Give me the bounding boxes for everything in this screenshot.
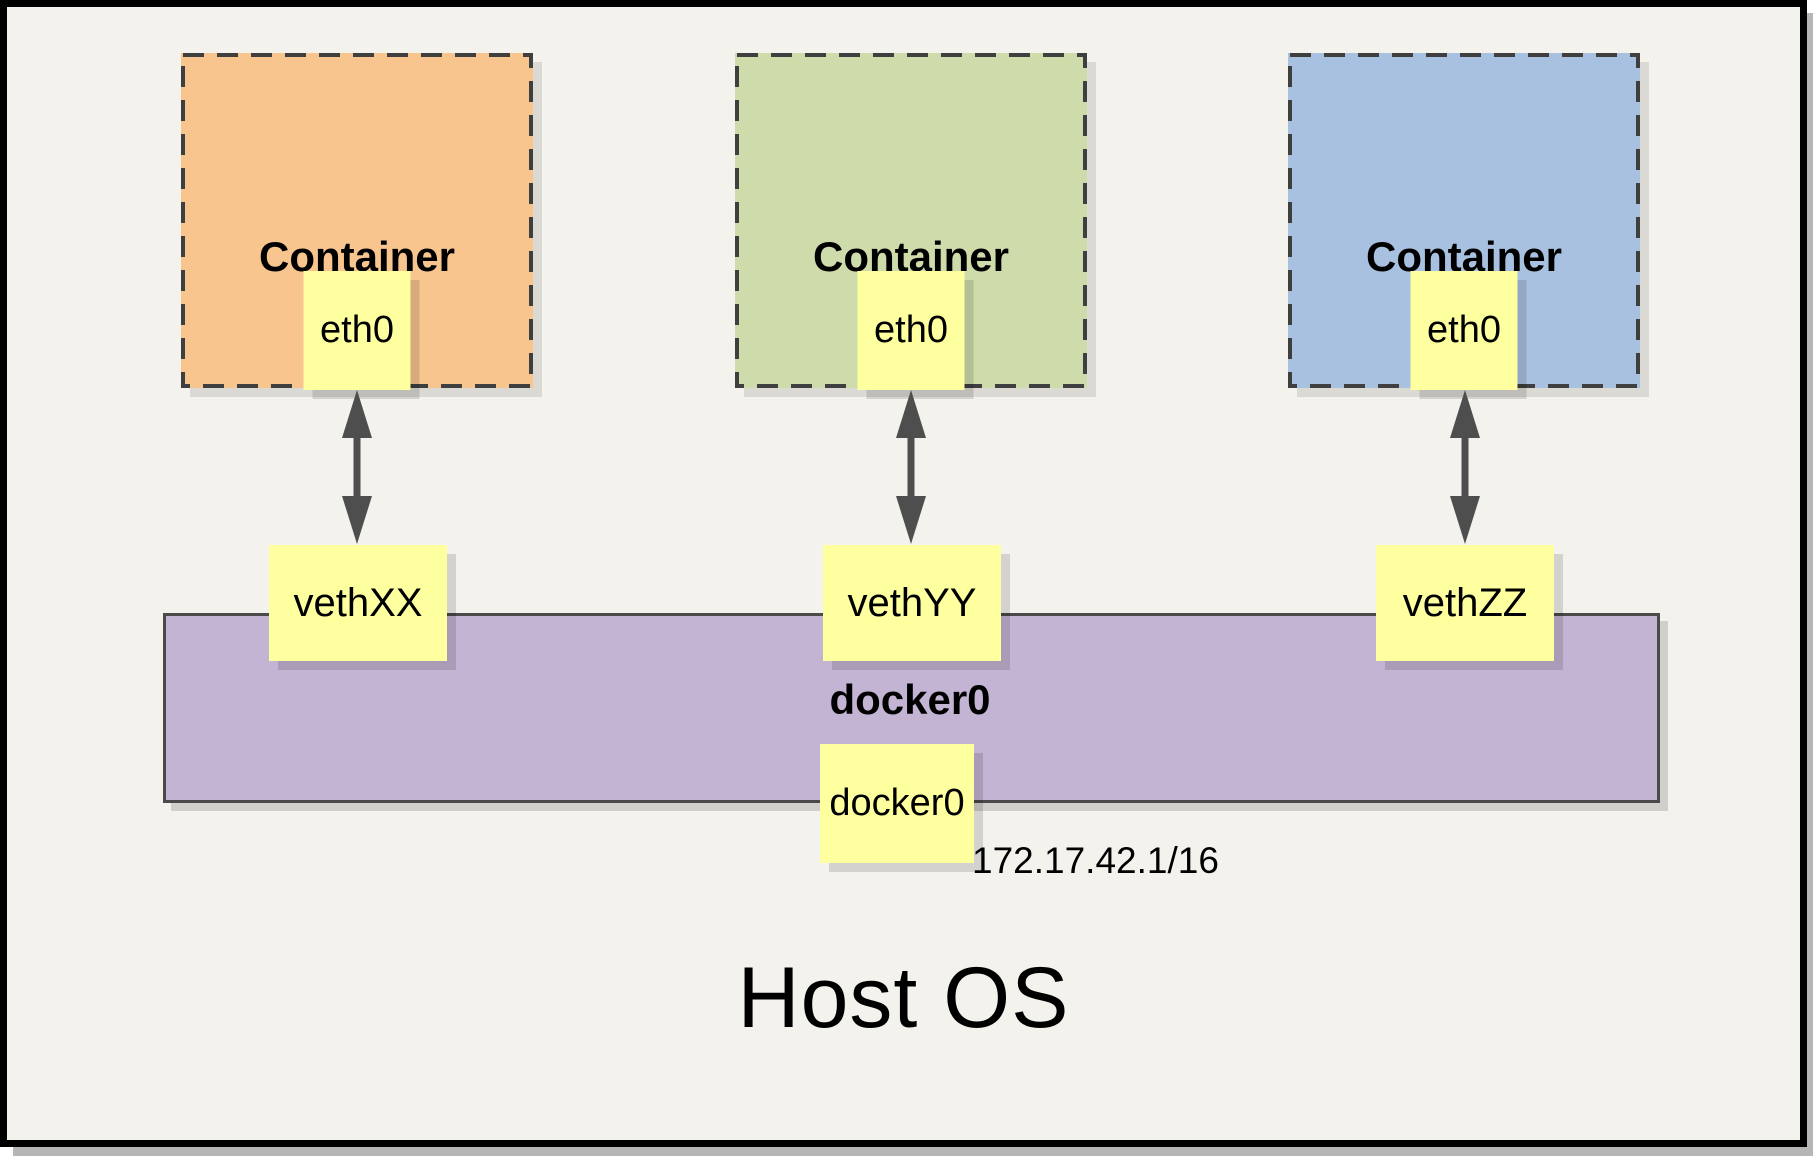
double-arrow-icon	[1450, 390, 1480, 544]
eth0-chip: eth0	[1410, 271, 1518, 390]
container-box-1: Container eth0	[181, 53, 533, 390]
eth0-chip: eth0	[303, 271, 411, 390]
container-label: Container	[258, 233, 455, 280]
container-box-3: Container eth0	[1288, 53, 1640, 390]
container-label: Container	[812, 233, 1009, 280]
double-arrow-icon	[896, 390, 926, 544]
host-os-title: Host OS	[737, 950, 1070, 1046]
container-label: Container	[1365, 233, 1562, 280]
container-box-2: Container eth0	[735, 53, 1087, 390]
double-arrow-icon	[342, 390, 372, 544]
eth0-chip: eth0	[857, 271, 965, 390]
bridge-ip-address: 172.17.42.1/16	[972, 840, 1219, 881]
docker0-bridge-label: docker0	[829, 676, 991, 723]
docker0-interface-chip: docker0	[820, 744, 974, 863]
vethYY-chip: vethYY	[823, 545, 1001, 661]
vethXX-chip: vethXX	[269, 545, 447, 661]
vethZZ-chip: vethZZ	[1376, 545, 1554, 661]
